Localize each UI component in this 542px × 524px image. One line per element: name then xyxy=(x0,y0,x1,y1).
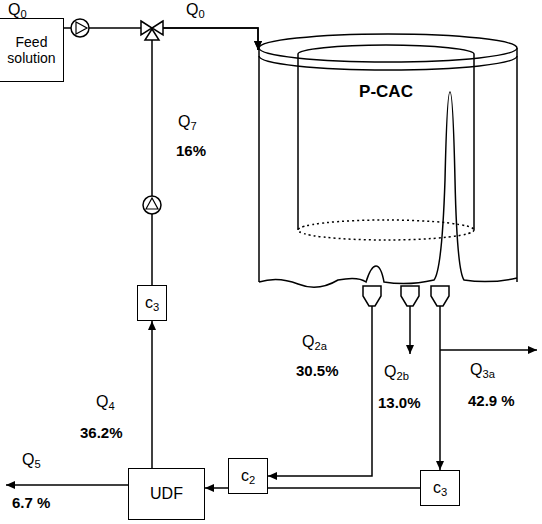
filter-unit-box: UDF xyxy=(128,468,205,520)
node-text: c2 xyxy=(241,467,255,485)
node-text: Feed solution xyxy=(4,34,59,66)
recycle-pump xyxy=(143,196,161,214)
concentration-box: c3 xyxy=(420,470,460,506)
flow-percentage: 36.2% xyxy=(80,424,123,442)
flow-line xyxy=(152,28,258,285)
flow-line xyxy=(268,325,372,476)
flow-label: Q0 xyxy=(8,0,27,19)
flow-label: Q5 xyxy=(22,450,41,469)
node-text: c3 xyxy=(145,294,159,312)
column-outline xyxy=(258,30,518,325)
permeate-outlet-arrow xyxy=(6,484,128,486)
column-name: P-CAC xyxy=(298,82,474,102)
flow-line xyxy=(151,321,153,468)
flow-percentage: 6.7 % xyxy=(12,494,50,512)
flow-percentage: 30.5% xyxy=(296,362,339,380)
feed-box: Feed solution xyxy=(0,18,64,82)
column-cylinder: P-CAC xyxy=(258,30,518,325)
node-text: c3 xyxy=(433,479,447,497)
flow-label: Q7 xyxy=(178,112,197,131)
flow-line xyxy=(439,325,441,470)
concentration-box: c3 xyxy=(137,285,167,321)
product-outlet-arrow xyxy=(440,349,537,351)
three-way-valve xyxy=(141,21,163,40)
flow-label: Q4 xyxy=(96,392,115,411)
flow-percentage: 42.9 % xyxy=(468,392,515,410)
waste-outlet-arrow xyxy=(409,325,411,354)
concentration-box: c2 xyxy=(228,458,268,494)
node-text: UDF xyxy=(150,485,183,503)
flow-percentage: 16% xyxy=(176,142,206,160)
flow-percentage: 13.0% xyxy=(378,394,421,412)
flow-label: Q3a xyxy=(470,360,495,379)
flow-label: Q2b xyxy=(384,362,409,381)
flow-label: Q2a xyxy=(302,332,327,351)
feed-pump xyxy=(71,19,89,37)
flow-label: Q0 xyxy=(186,0,205,19)
